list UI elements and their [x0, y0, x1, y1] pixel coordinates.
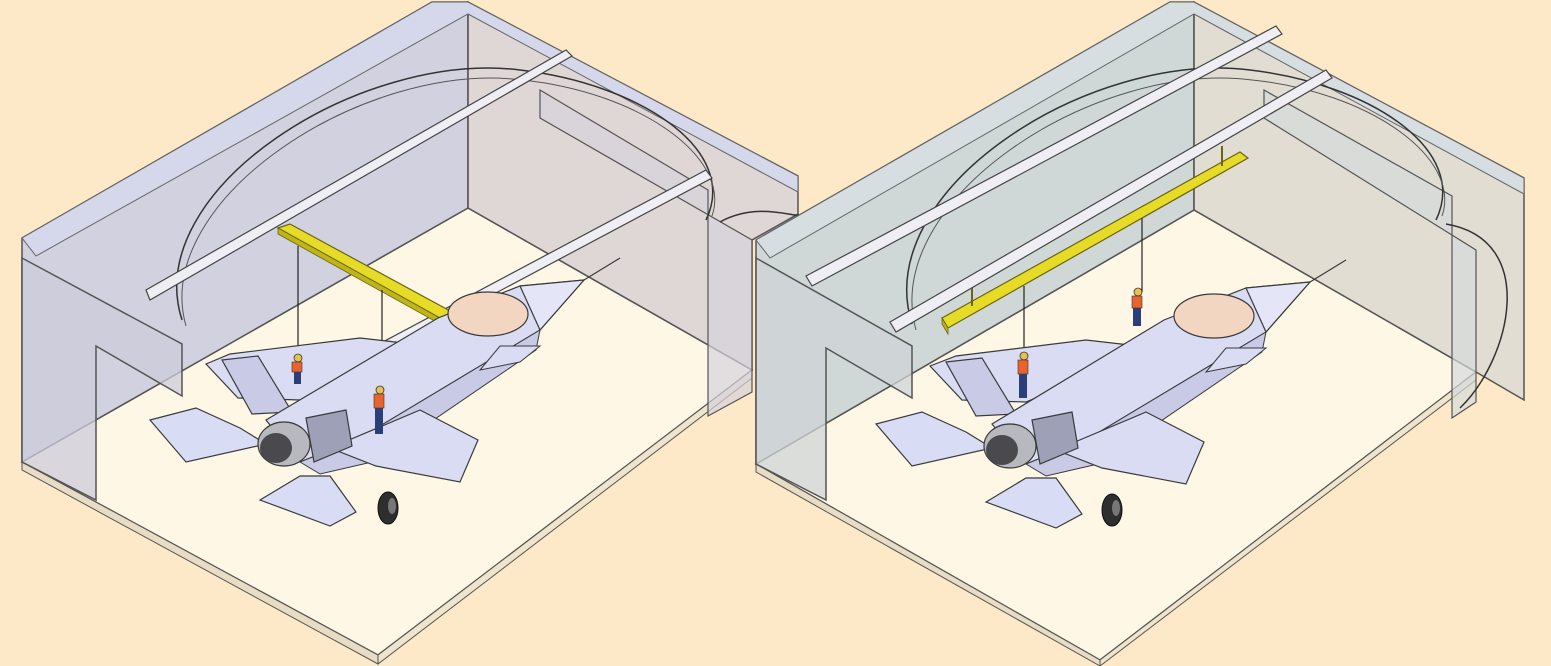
canopy — [447, 291, 529, 337]
aircraft — [874, 259, 1347, 529]
canopy — [1173, 293, 1255, 339]
worker-figure — [1017, 351, 1029, 398]
runway-rail — [805, 25, 1283, 287]
worker-figure — [1131, 287, 1143, 326]
hangar-front-wall — [21, 256, 183, 502]
hangar-front-wall — [755, 256, 913, 502]
aircraft — [148, 257, 621, 527]
hangar-right — [754, 0, 1525, 666]
worker-figure — [291, 353, 303, 384]
runway-rail — [145, 49, 573, 301]
worker-figure — [373, 385, 385, 434]
runway-rail — [889, 69, 1333, 333]
hangar-left — [20, 0, 799, 666]
